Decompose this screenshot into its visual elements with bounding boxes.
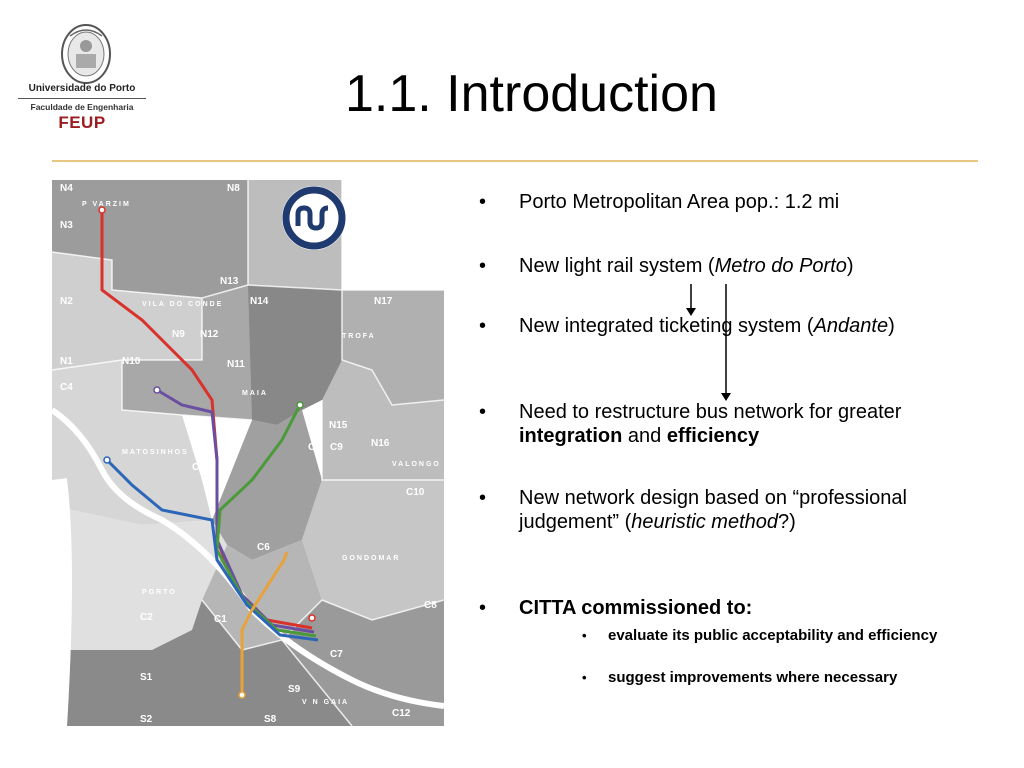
area-label: VILA DO CONDE — [142, 301, 223, 308]
area-label: TROFA — [342, 333, 376, 340]
area-label: V N GAIA — [302, 699, 349, 706]
zone-label: N12 — [200, 329, 219, 340]
zone-label: C12 — [392, 708, 411, 719]
bullet-item: • New integrated ticketing system (Andant… — [472, 314, 989, 338]
bullet-item: • Porto Metropolitan Area pop.: 1.2 mi — [472, 190, 989, 214]
arrow-icon — [686, 284, 696, 316]
zone-label: N15 — [329, 420, 348, 431]
zone-label: N2 — [60, 296, 73, 307]
bullet-text: Need to restructure bus network for grea… — [519, 401, 902, 423]
zone-label: C7 — [330, 649, 343, 660]
bullet-text: and — [622, 425, 667, 447]
bullet-text: integration — [519, 425, 623, 447]
metro-do-porto-logo-icon — [282, 186, 346, 250]
sub-bullet-text: evaluate its public acceptability and ef… — [608, 627, 938, 644]
zone-label: S8 — [264, 714, 277, 725]
sub-bullet-dot: • — [582, 670, 587, 685]
zone-label: C5 — [308, 442, 321, 453]
bullet-text: Metro do Porto — [714, 255, 847, 277]
zone-label: C8 — [424, 600, 437, 611]
zone-label: C10 — [406, 487, 425, 498]
bullet-text: New light rail system ( — [519, 255, 715, 277]
area-label: VALONGO — [392, 461, 441, 468]
faculty-name: Faculdade de Engenharia — [30, 102, 134, 112]
zone-label: N1 — [60, 356, 73, 367]
zone-label: N17 — [374, 296, 393, 307]
bullet-text: Porto Metropolitan Area pop.: 1.2 mi — [519, 191, 840, 213]
zone-label: N11 — [227, 359, 245, 370]
zone-label: N8 — [227, 183, 240, 194]
bullet-text: heuristic method — [631, 511, 779, 533]
zone-label: C1 — [214, 614, 227, 625]
bullet-text: Andante — [813, 315, 889, 337]
zone-label: N3 — [60, 220, 73, 231]
bullet-item: • CITTA commissioned to: — [472, 596, 989, 620]
zone-label: C9 — [330, 442, 343, 453]
bullet-dot: • — [479, 487, 487, 509]
bullet-text: New network design based on “professiona… — [519, 487, 907, 533]
area-label: MAIA — [242, 390, 268, 397]
bullet-text: ) — [888, 315, 895, 337]
area-label: MATOSINHOS — [122, 449, 189, 456]
zone-label: S2 — [140, 714, 153, 725]
feup-wordmark: FEUP — [58, 113, 106, 132]
slide-title: 1.1. Introduction — [345, 65, 718, 123]
bullet-dot: • — [479, 191, 487, 213]
zone-label: N16 — [371, 438, 390, 449]
arrow-icon — [721, 284, 731, 401]
bullet-dot: • — [479, 597, 487, 619]
sub-bullet-item: • evaluate its public acceptability and e… — [472, 626, 958, 645]
zone-label: C4 — [60, 382, 73, 393]
bullet-dot: • — [479, 401, 487, 423]
university-name: Universidade do Porto — [28, 83, 136, 94]
zone-label: N14 — [250, 296, 269, 307]
bullet-item: • New network design based on “professio… — [472, 486, 989, 534]
university-seal-icon — [61, 24, 111, 84]
zone-label: C6 — [257, 542, 270, 553]
zone-label: N10 — [122, 356, 141, 367]
zone-label: N9 — [172, 329, 185, 340]
bullet-dot: • — [479, 315, 487, 337]
area-label: P VARZIM — [82, 201, 131, 208]
sub-bullet-text: suggest improvements where necessary — [608, 669, 898, 686]
sub-bullet-dot: • — [582, 628, 587, 643]
zone-label: C2 — [140, 612, 153, 623]
area-label: GONDOMAR — [342, 555, 400, 562]
zone-label: C3 — [192, 462, 205, 473]
logo-divider — [18, 98, 146, 99]
bullet-text: ?) — [778, 511, 796, 533]
bullet-item: • New light rail system (Metro do Porto) — [472, 254, 989, 278]
feup-logo: Universidade do Porto Faculdade de Engen… — [12, 20, 152, 140]
area-label: PORTO — [142, 589, 177, 596]
bullet-text: ) — [846, 255, 854, 277]
bullet-text: efficiency — [666, 425, 760, 447]
title-divider — [52, 160, 978, 162]
bullet-text: New integrated ticketing system ( — [519, 315, 814, 337]
bullet-text: CITTA commissioned to: — [519, 597, 753, 619]
zone-label: N13 — [220, 276, 239, 287]
bullet-item: • Need to restructure bus network for gre… — [472, 400, 989, 448]
bullet-dot: • — [479, 255, 487, 277]
zone-label: N4 — [60, 183, 73, 194]
zone-label: S9 — [288, 684, 301, 695]
zone-label: S1 — [140, 672, 153, 683]
sub-bullet-item: • suggest improvements where necessary — [472, 668, 958, 687]
